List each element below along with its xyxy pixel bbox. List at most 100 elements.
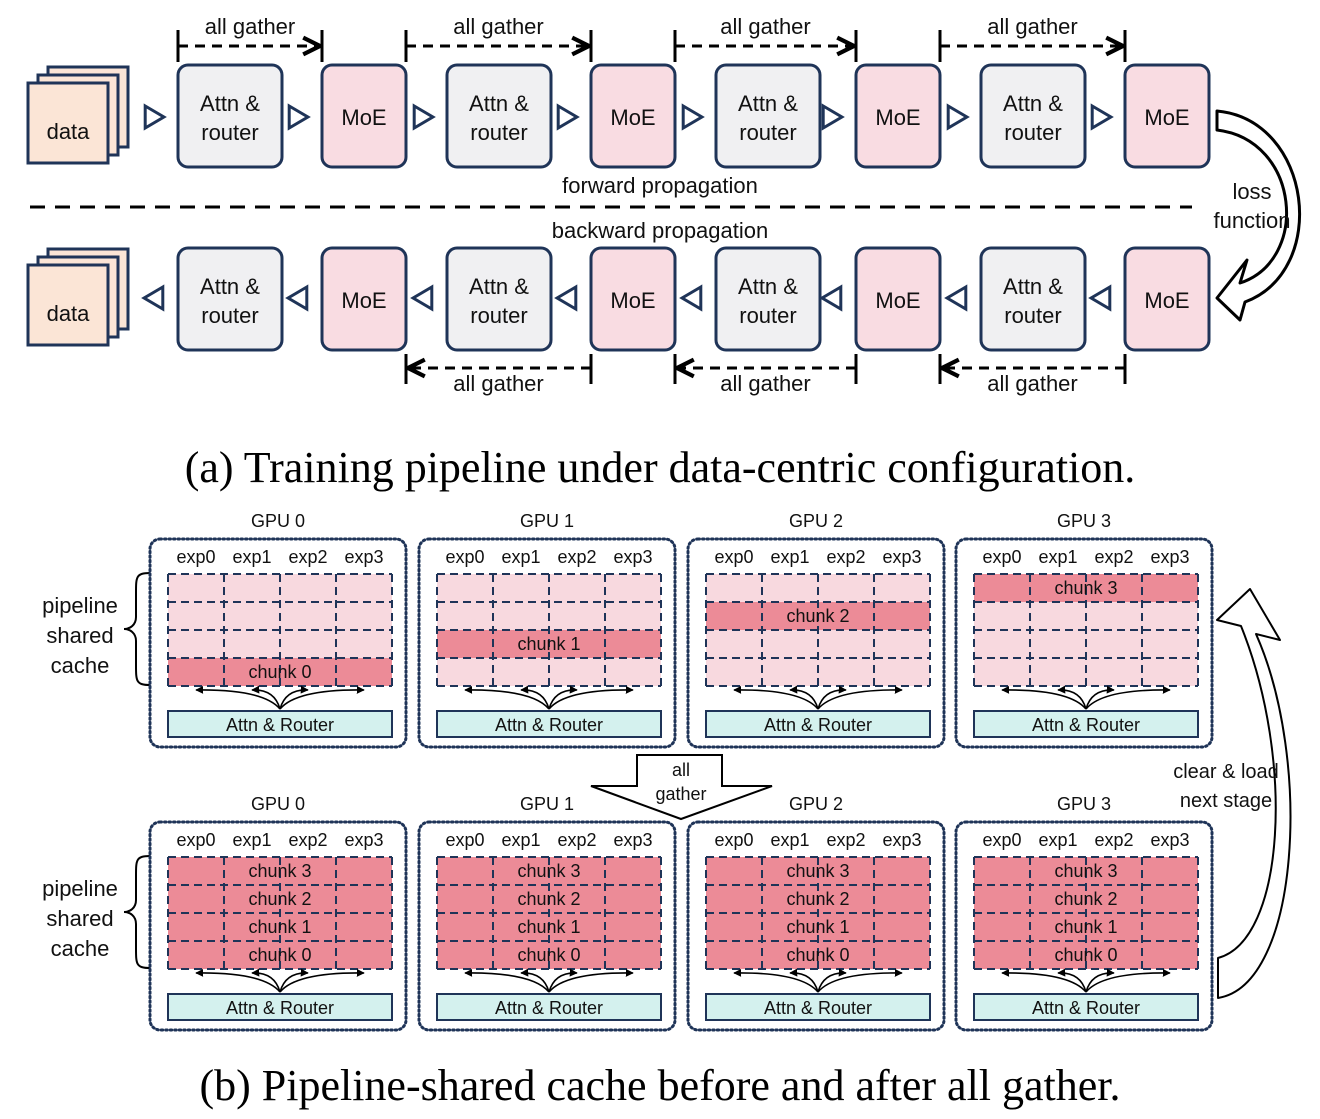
attn-label: Attn & (738, 274, 798, 299)
gpu-label: GPU 3 (1057, 794, 1111, 814)
router-box (167, 993, 393, 1021)
router-label: router (470, 120, 527, 145)
routing-arrow (1085, 685, 1171, 710)
attn-router-block: Attn &router (176, 246, 284, 352)
attn-label: Attn & (200, 274, 260, 299)
cache-label: pipeline (42, 876, 118, 901)
routing-arrow (1085, 685, 1115, 710)
expert-label: exp2 (1094, 830, 1133, 850)
clear-load-label: clear & load (1173, 761, 1279, 783)
attn-label: Attn & (200, 91, 260, 116)
moe-block: MoE (854, 246, 942, 352)
attn-router-block: Attn & router (714, 246, 822, 352)
router-label: router (470, 303, 527, 328)
expert-label: exp2 (557, 547, 596, 567)
all-gather-backward: all gather (404, 354, 593, 396)
expert-label: exp0 (982, 830, 1021, 850)
moe-label: MoE (1144, 288, 1189, 313)
router-label: Attn & Router (764, 715, 872, 735)
expert-label: exp1 (232, 830, 271, 850)
router-box (436, 710, 662, 738)
expert-label: exp3 (882, 830, 921, 850)
all-gather-forward: all gather (176, 14, 324, 62)
block-box (979, 63, 1087, 169)
routing-arrow (1085, 968, 1171, 993)
routing-arrow (1057, 685, 1087, 710)
chunk-label: chunk 0 (248, 945, 311, 965)
expert-label: exp1 (232, 547, 271, 567)
gpu-border (417, 820, 677, 1032)
router-label: router (739, 303, 796, 328)
all-gather-backward: all gather (938, 354, 1127, 396)
expert-label: exp0 (445, 547, 484, 567)
routing-arrow (548, 685, 578, 710)
block-box (320, 246, 408, 352)
router-label: router (1004, 303, 1061, 328)
gpu-border (954, 537, 1214, 749)
expert-label: exp0 (176, 547, 215, 567)
routing-arrow (279, 968, 309, 993)
attn-router-block: Attn &router (979, 63, 1087, 169)
router-label: router (739, 120, 796, 145)
expert-label: exp3 (613, 830, 652, 850)
routing-arrow (733, 685, 819, 710)
moe-label: MoE (1144, 105, 1189, 130)
block-box (1123, 63, 1211, 169)
expert-label: exp3 (613, 547, 652, 567)
forward-arrow-icon (1090, 103, 1114, 131)
chunk-label: chunk 3 (786, 861, 849, 881)
block-box (714, 63, 822, 169)
gpu-label: GPU 0 (251, 511, 305, 531)
backward-arrow-icon (944, 284, 968, 312)
router-label: Attn & Router (1032, 715, 1140, 735)
forward-arrow-icon (287, 103, 311, 131)
block-box (176, 63, 284, 169)
moe-label: MoE (341, 105, 386, 130)
forward-arrow-icon (556, 103, 580, 131)
forward-arrow-icon (143, 103, 167, 131)
forward-arrow-icon (681, 103, 705, 131)
chunk-label: chunk 2 (786, 889, 849, 909)
block-box (1123, 246, 1211, 352)
routing-arrow (464, 968, 550, 993)
routing-arrow (520, 968, 550, 993)
moe-block: MoE (589, 246, 677, 352)
caption-b: (b) Pipeline-shared cache before and aft… (199, 1061, 1120, 1110)
chunk-label: chunk 1 (517, 634, 580, 654)
chunk-label: chunk 1 (517, 917, 580, 937)
block-box (589, 246, 677, 352)
all-gather-label: all gather (720, 14, 811, 39)
gpu-border (148, 820, 408, 1032)
expert-label: exp3 (1150, 547, 1189, 567)
chunk-label: chunk 0 (248, 662, 311, 682)
router-box (973, 710, 1199, 738)
gpu-label: GPU 2 (789, 511, 843, 531)
gpu-border (148, 537, 408, 749)
chunk-label: chunk 2 (786, 606, 849, 626)
routing-arrow (733, 968, 819, 993)
data-stack-icon: data (26, 65, 130, 165)
data-page (26, 263, 110, 347)
loss-function-arrow-icon (1215, 109, 1302, 322)
routing-arrow (548, 685, 634, 710)
forward-arrow-icon (946, 103, 970, 131)
block-box (854, 63, 942, 169)
expert-label: exp1 (770, 830, 809, 850)
routing-arrow (195, 968, 281, 993)
routing-arrow (279, 968, 365, 993)
router-label: Attn & Router (495, 998, 603, 1018)
expert-label: exp3 (882, 547, 921, 567)
chunk-label: chunk 3 (1054, 578, 1117, 598)
routing-arrow (789, 685, 819, 710)
router-box (167, 710, 393, 738)
router-label: Attn & Router (764, 998, 872, 1018)
chunk-label: chunk 1 (248, 917, 311, 937)
moe-block: MoE (320, 63, 408, 169)
all-gather-backward: all gather (673, 354, 858, 396)
cache-label: shared (46, 906, 113, 931)
expert-label: exp2 (288, 830, 327, 850)
router-label: Attn & Router (495, 715, 603, 735)
